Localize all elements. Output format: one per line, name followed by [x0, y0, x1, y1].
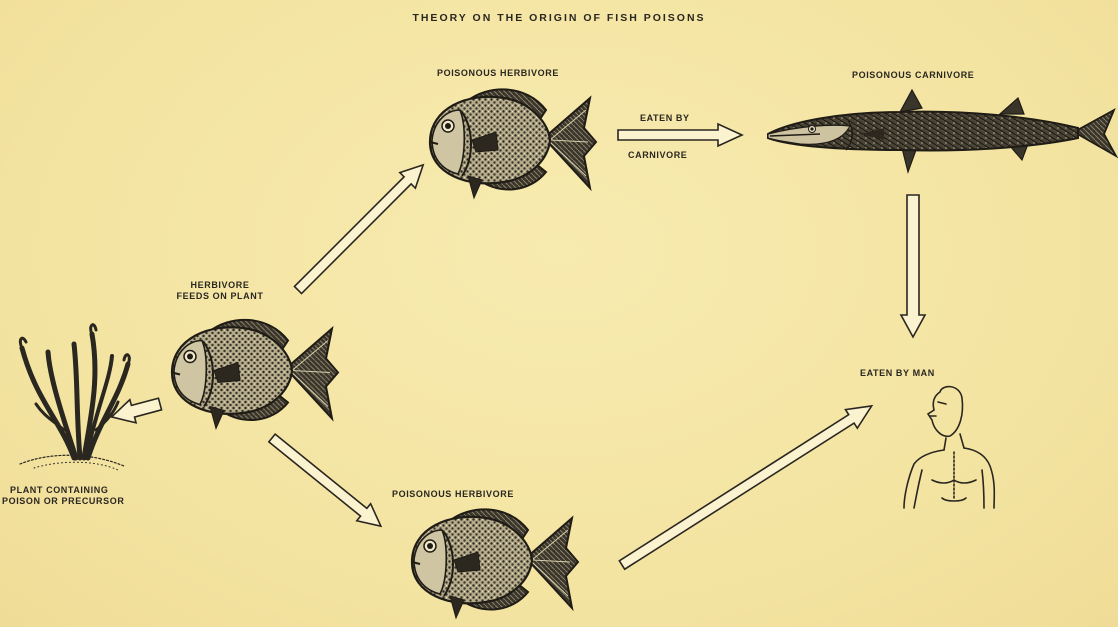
human-figure-icon: [904, 387, 994, 508]
seaweed-plant-icon: [20, 325, 129, 470]
arrow-carnivore-to-man: [901, 195, 925, 337]
arrow-eaten-by-carnivore: [618, 124, 742, 146]
barracuda-icon: [768, 90, 1116, 172]
surgeonfish-icon: [412, 509, 578, 618]
surgeonfish-icon: [172, 320, 338, 429]
arrow-to-top-herbivore: [290, 157, 431, 298]
arrow-bottom-herbivore-to-man: [616, 397, 877, 575]
surgeonfish-icon: [430, 89, 596, 198]
arrow-to-bottom-herbivore: [265, 429, 388, 534]
